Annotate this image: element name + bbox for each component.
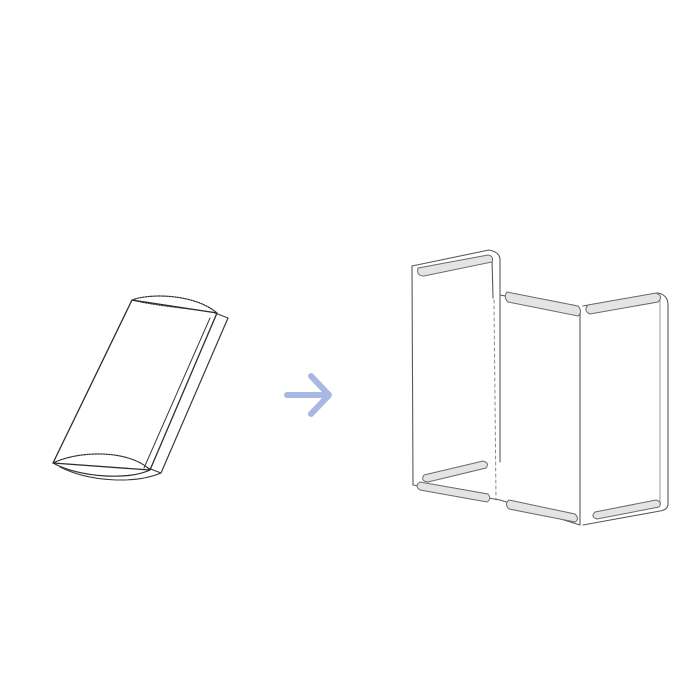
folded-front-panel <box>52 299 218 471</box>
unfolded-stand-icon <box>411 249 669 526</box>
stand-back-panel <box>499 294 581 526</box>
folded-bottom-opening <box>52 453 151 471</box>
stand-left-panel <box>411 265 414 486</box>
slot-bottom-right <box>592 499 661 520</box>
folded-sleeve-icon <box>52 295 229 481</box>
stand-divider <box>491 257 494 299</box>
slot-top-middle <box>504 291 581 317</box>
slot-bottom-middle <box>506 499 578 523</box>
folded-bottom-opening-front <box>52 462 151 477</box>
stand-slots <box>416 254 662 523</box>
folded-top-opening-back <box>131 299 218 314</box>
slot-top-left <box>417 254 493 277</box>
slot-top-right <box>585 292 662 315</box>
stand-top-left-edge <box>411 249 501 463</box>
right-arrow-icon <box>284 373 332 417</box>
folded-bottom-flap <box>59 466 162 481</box>
slot-bottom-front <box>416 481 491 503</box>
folded-top-opening <box>131 295 218 314</box>
slot-bottom-left <box>422 460 488 483</box>
folded-inner-edge <box>143 317 211 469</box>
folded-back-panel <box>147 312 229 474</box>
stand-divider-dashed <box>493 299 497 501</box>
stand-right-panel <box>582 292 669 526</box>
